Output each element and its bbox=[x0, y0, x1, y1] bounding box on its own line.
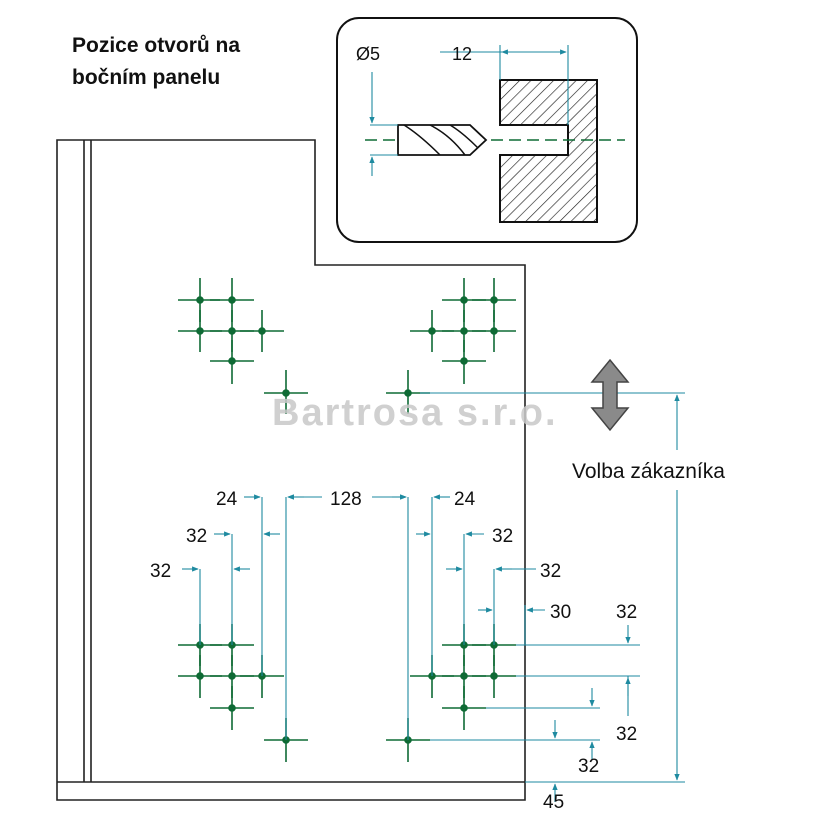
side-panel bbox=[56, 139, 526, 801]
dim-24-right-label: 24 bbox=[454, 489, 476, 510]
hole-cross bbox=[210, 686, 254, 730]
diagram-title: Pozice otvorů na bočním panelu bbox=[72, 30, 240, 94]
dim-24-left-label: 24 bbox=[216, 489, 238, 510]
dimensions bbox=[182, 392, 685, 802]
depth-label: 12 bbox=[452, 44, 472, 64]
hole-cross bbox=[442, 340, 486, 384]
drill-bit-icon bbox=[397, 124, 488, 156]
hole-cross bbox=[240, 310, 284, 352]
watermark: Bartrosa s.r.o. bbox=[272, 392, 558, 434]
dim-32-right-upper-label: 32 bbox=[492, 526, 513, 547]
dim-32-vertical-top-label: 32 bbox=[616, 602, 637, 623]
dim-32-right-lower-label: 32 bbox=[540, 561, 561, 582]
hole-cross bbox=[472, 310, 516, 352]
up-down-arrow-icon bbox=[590, 358, 630, 432]
hole-cross bbox=[210, 340, 254, 384]
hole-cross bbox=[410, 310, 454, 352]
dimension-labels: 24 128 24 32 32 32 32 30 32 32 32 45 bbox=[150, 489, 637, 813]
customer-choice-label: Volba zákazníka bbox=[572, 460, 725, 483]
hole-group-upper-left bbox=[178, 278, 308, 414]
diameter-label: Ø5 bbox=[356, 44, 380, 64]
dim-128-label: 128 bbox=[330, 489, 362, 510]
dim-32-vertical-mid-label: 32 bbox=[616, 724, 637, 745]
hole-cross bbox=[442, 686, 486, 730]
hole-cross bbox=[264, 370, 308, 414]
hole-cross bbox=[472, 655, 516, 698]
dim-30-label: 30 bbox=[550, 602, 571, 623]
hatched-material bbox=[499, 79, 598, 223]
holes bbox=[178, 278, 516, 762]
dim-32-vertical-bottom-label: 32 bbox=[578, 756, 599, 777]
hole-group-lower-left bbox=[178, 624, 308, 762]
hole-group-lower-right bbox=[386, 624, 516, 762]
title-line-1: Pozice otvorů na bbox=[72, 34, 241, 57]
panel-outline bbox=[56, 139, 526, 801]
dim-45-label: 45 bbox=[543, 792, 564, 813]
drill-detail-box: Ø5 12 bbox=[336, 17, 638, 243]
dim-32-left-upper-label: 32 bbox=[186, 526, 207, 547]
dim-32-left-lower-label: 32 bbox=[150, 561, 171, 582]
title-line-2: bočním panelu bbox=[72, 66, 221, 89]
